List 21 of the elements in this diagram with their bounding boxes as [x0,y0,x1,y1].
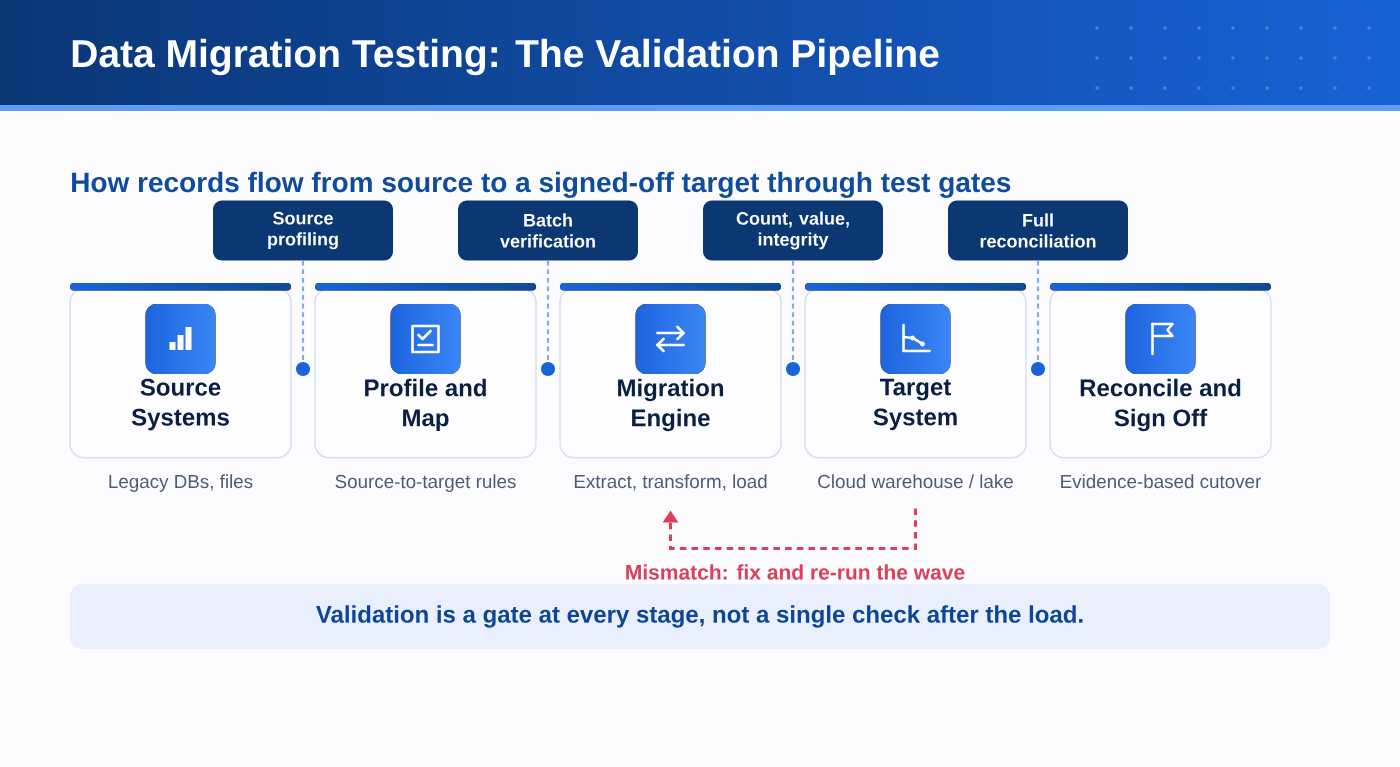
connector [546,260,550,362]
connector [1036,260,1040,362]
gate-box: Batch verification [458,200,638,261]
connector-dot [786,362,800,376]
gate-box: Count, value, integrity [703,200,883,261]
connector-dot [1031,362,1045,376]
step-description: Source-to-target rules [335,474,516,492]
connector-dot [541,362,555,376]
step-description: Evidence-based cutover [1061,474,1261,489]
title: Data Migration Testing: The Validation Pipeline [72,38,939,76]
connector-dot [296,362,310,376]
note-banner: Validation is a gate at every stage, not a single check after the load. [70,584,1330,649]
gate-box: Full reconciliation [948,200,1128,261]
subtitle: How records flow from source to a signed-off target through test gates [72,171,1011,198]
connector [791,260,795,362]
gate-box: Source profiling [213,200,393,261]
step-description: Extract, transform, load [574,474,767,491]
connector [301,260,305,362]
step-description: Legacy DBs, files [109,474,253,492]
step-description: Cloud warehouse / lake [818,474,1013,489]
connector [662,508,917,550]
